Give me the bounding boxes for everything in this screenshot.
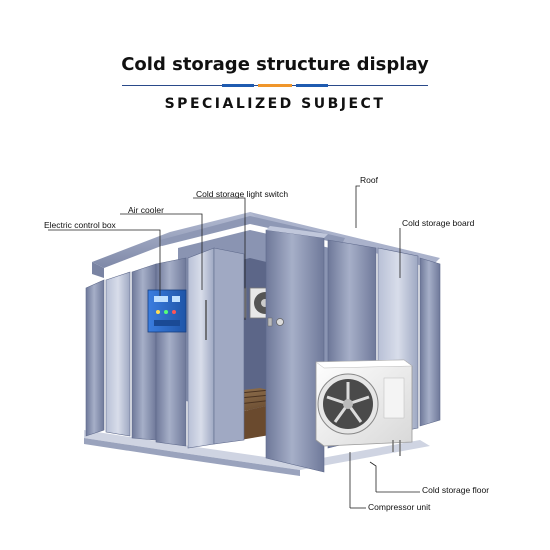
title-divider-accent-mid	[258, 84, 292, 87]
label-electric-control-box: Electric control box	[44, 220, 116, 230]
label-light-switch: Cold storage light switch	[196, 189, 289, 199]
leader-light-switch	[193, 197, 246, 320]
cold-storage-door	[187, 247, 245, 449]
page-subtitle: SPECIALIZED SUBJECT	[164, 96, 386, 112]
front-left-panel	[155, 257, 187, 447]
compressor-unit	[315, 359, 413, 456]
leader-lines	[48, 185, 420, 509]
title-divider-accent-left	[222, 84, 254, 87]
front-right-panel	[265, 226, 328, 473]
title-divider-accent-right	[296, 84, 328, 87]
label-roof: Roof	[360, 175, 378, 185]
label-board: Cold storage board	[402, 218, 475, 228]
label-air-cooler: Air cooler	[128, 205, 164, 215]
leader-air-cooler	[120, 213, 203, 290]
label-compressor: Compressor unit	[368, 502, 431, 512]
leader-roof	[355, 185, 360, 228]
label-floor: Cold storage floor	[422, 485, 490, 495]
page-title: Cold storage structure display	[121, 54, 429, 75]
leader-floor	[369, 461, 377, 492]
electric-control-box	[147, 289, 187, 333]
cold-storage-floor	[84, 430, 430, 476]
left-wall-panels	[85, 263, 157, 441]
leader-electric-control-box	[48, 229, 161, 296]
